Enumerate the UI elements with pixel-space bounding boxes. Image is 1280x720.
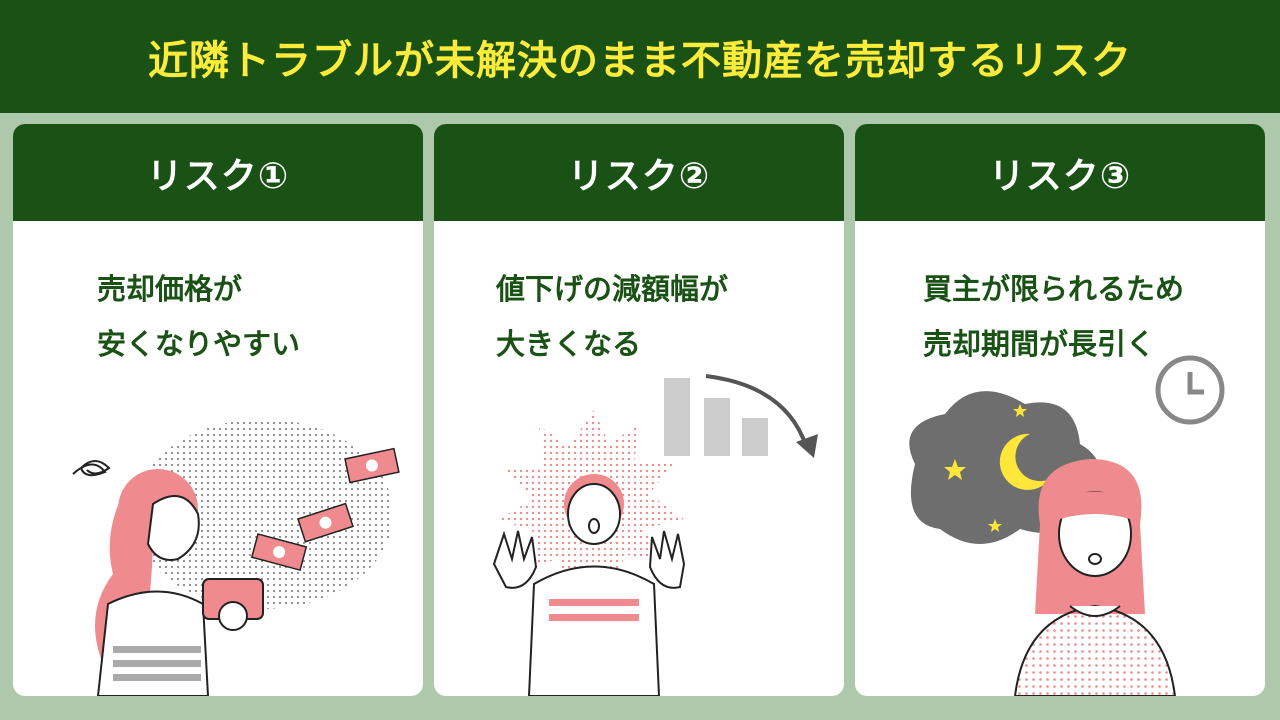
risk-card-3-text: 買主が限られるため 売却期間が長引く xyxy=(855,262,1265,372)
risk-card-2-line-2: 大きくなる xyxy=(496,327,642,361)
risk-card-1-heading: リスク① xyxy=(146,155,290,197)
falling-chart-illustration xyxy=(492,374,818,696)
down-arrow-icon xyxy=(705,374,808,447)
risk-card-3-heading: リスク③ xyxy=(988,155,1132,197)
risk-card-2-line-1: 値下げの減額幅が xyxy=(496,272,729,306)
risk-card-1: リスク① 売却価格が 安くなりやすい xyxy=(13,124,423,696)
chart-bar-1 xyxy=(664,378,690,456)
chart-bar-2 xyxy=(704,398,730,456)
risk-card-1-text: 売却価格が 安くなりやすい xyxy=(13,262,423,372)
risk-card-2-heading: リスク② xyxy=(567,155,711,197)
woman-wallet-illustration xyxy=(72,419,400,696)
star-icon xyxy=(1013,404,1027,417)
risk-card-3-header: リスク③ xyxy=(855,124,1265,221)
moon-icon xyxy=(999,433,1050,490)
night-worry-illustration xyxy=(909,355,1225,696)
risk-card-2-text: 値下げの減額幅が 大きくなる xyxy=(434,262,844,372)
risk-card-1-header: リスク① xyxy=(13,124,423,221)
risk-card-2-header: リスク② xyxy=(434,124,844,221)
star-icon xyxy=(944,459,966,480)
risk-card-3-line-2: 売却期間が長引く xyxy=(923,327,1156,361)
page-header: 近隣トラブルが未解決のまま不動産を売却するリスク xyxy=(0,0,1280,113)
risk-card-3: リスク③ 買主が限られるため 売却期間が長引く xyxy=(855,124,1265,696)
risk-card-1-line-1: 売却価格が xyxy=(97,272,243,306)
risk-card-3-line-1: 買主が限られるため xyxy=(923,272,1185,306)
risk-card-1-line-2: 安くなりやすい xyxy=(97,327,301,361)
page-title: 近隣トラブルが未解決のまま不動産を売却するリスク xyxy=(148,37,1132,84)
risk-card-2: リスク② 値下げの減額幅が 大きくなる xyxy=(434,124,844,696)
star-icon xyxy=(988,519,1002,532)
chart-bar-3 xyxy=(742,418,768,456)
